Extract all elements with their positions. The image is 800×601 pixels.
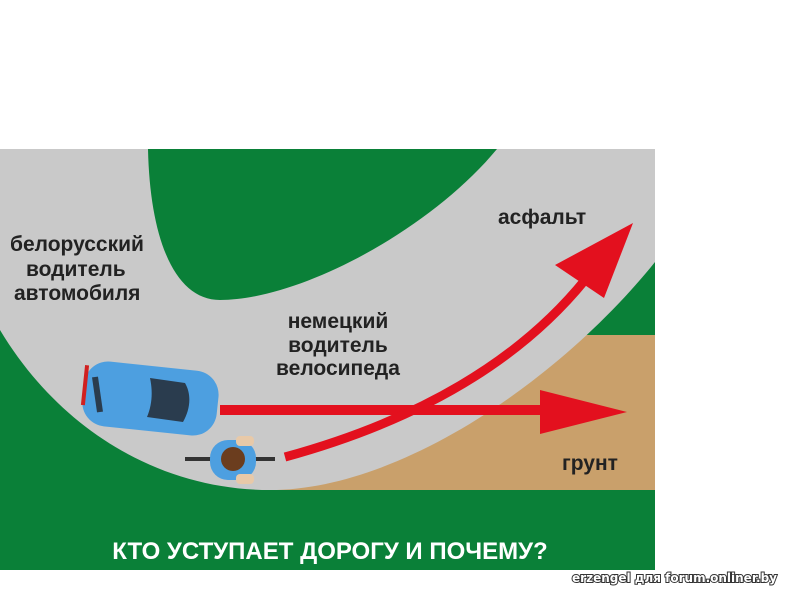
- cyclist-curved-arrow: [283, 223, 633, 462]
- label-line: немецкий: [288, 310, 389, 333]
- label-line: велосипеда: [276, 357, 400, 380]
- car-icon: [80, 361, 219, 436]
- dirt-label: грунт: [562, 452, 618, 475]
- question-title: КТО УСТУПАЕТ ДОРОГУ И ПОЧЕМУ?: [112, 538, 547, 565]
- label-line: автомобиля: [14, 282, 140, 305]
- label-line: водитель: [26, 258, 126, 281]
- watermark: erzengel для forum.onliner.by: [572, 571, 777, 585]
- car-driver-label: белорусский водитель автомобиля: [10, 233, 144, 305]
- label-line: водитель: [288, 334, 388, 357]
- cyclist-icon: [185, 436, 275, 484]
- label-line: белорусский: [10, 233, 144, 256]
- asphalt-label: асфальт: [498, 206, 586, 229]
- cyclist-label: немецкий водитель велосипеда: [276, 310, 400, 380]
- car-straight-arrow: [220, 390, 627, 434]
